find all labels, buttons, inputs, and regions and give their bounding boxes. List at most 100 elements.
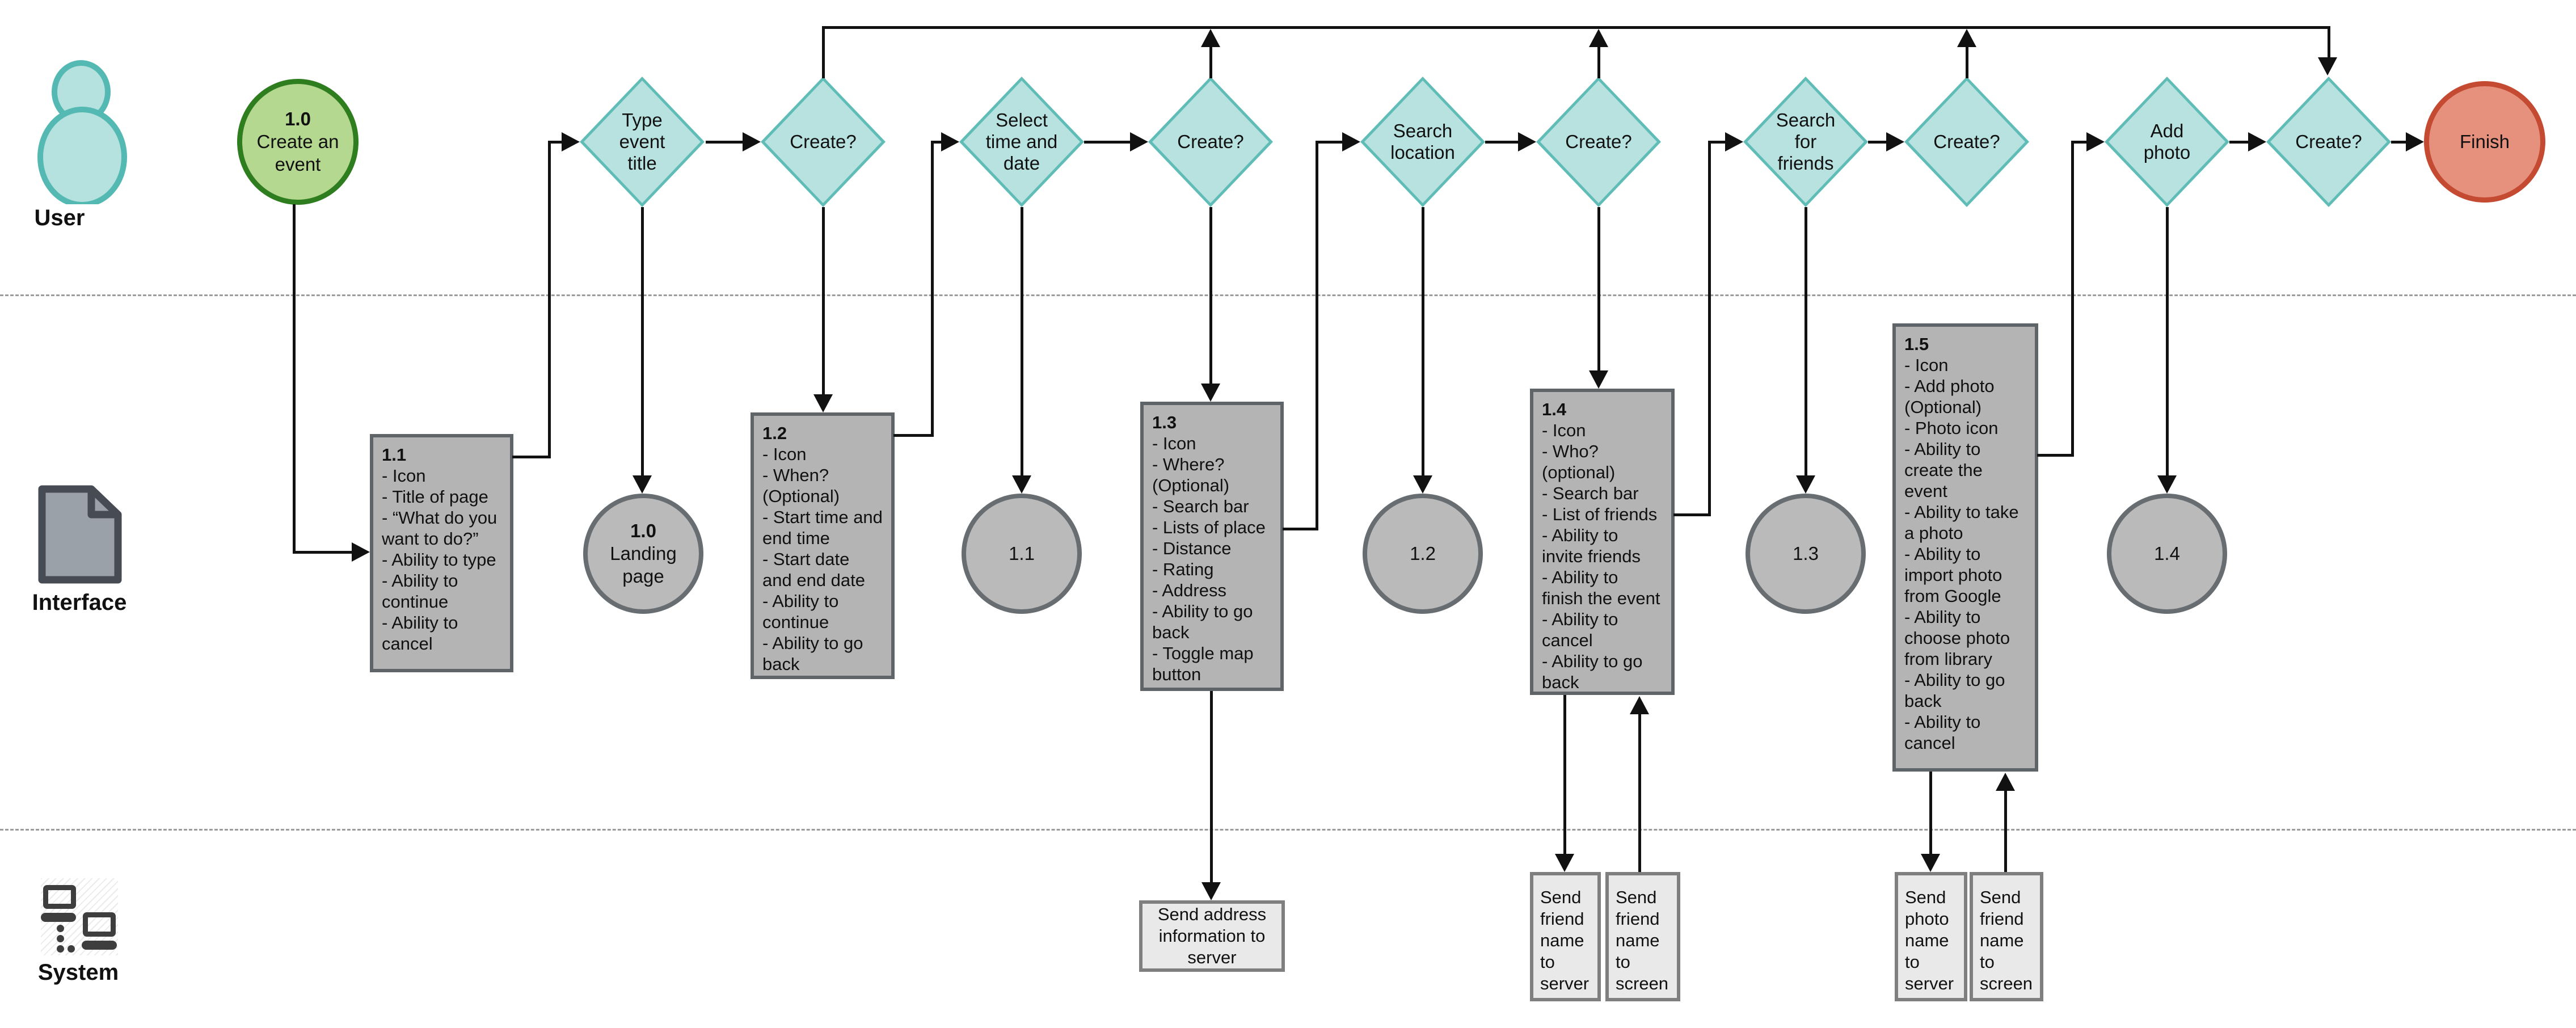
decision-diamond-create-5: Create? [2266, 77, 2391, 207]
connector-s15-to-photo-server [1929, 772, 1932, 855]
page-circle-id: 1.3 [1793, 543, 1819, 564]
screen-box-id: 1.1 [382, 445, 407, 465]
connector-s11-stub [512, 456, 551, 458]
connector-s13-to-send-address [1210, 691, 1213, 883]
start-node-label: Create an event [256, 131, 339, 175]
connector-s11-up [548, 141, 551, 458]
task-label: Add photo [2143, 120, 2191, 163]
arrowhead-down [813, 394, 833, 412]
connector-friend-screen-to-s14 [1638, 713, 1641, 872]
system-box-label: Send friend name to screen [1980, 887, 2033, 993]
task-diamond-add-photo: Add photo [2105, 77, 2229, 207]
connector-create5-to-finish [2391, 141, 2407, 144]
lane-separator-user-interface [0, 294, 2576, 296]
connector-photo-to-create5 [2229, 141, 2249, 144]
connector-select-to-create2 [1084, 141, 1131, 144]
screen-box-id: 1.4 [1542, 399, 1567, 419]
connector-s12-stub [893, 434, 933, 437]
connector-s13-up [1316, 141, 1318, 530]
page-circle-1-0-landing: 1.0 Landing page [583, 494, 703, 614]
task-label: Type event title [619, 109, 665, 174]
arrowhead-down [1555, 854, 1574, 872]
system-icon-base-2 [82, 941, 117, 950]
system-box-send-photo-server: Send photo name to server [1895, 872, 1967, 1001]
decision-label: Create? [1565, 131, 1632, 152]
connector-location-to-create3 [1485, 141, 1519, 144]
connector-s15-up [2071, 141, 2074, 457]
page-circle-id: 1.2 [1410, 543, 1436, 564]
decision-diamond-create-4: Create? [1904, 77, 2029, 207]
connector-create3-to-s14 [1597, 207, 1600, 372]
screen-box-items: - Icon - Title of page - “What do you wa… [382, 466, 498, 654]
connector-friends-to-create4 [1868, 141, 1887, 144]
connector-s12-right [931, 141, 942, 144]
arrowhead-right [2406, 132, 2424, 151]
connector-s14-stub [1673, 513, 1710, 516]
arrowhead-down [1589, 370, 1608, 389]
user-lane-icon [37, 60, 127, 204]
arrowhead-down [2157, 475, 2177, 494]
task-diamond-search-for-friends: Search for friends [1743, 77, 1868, 207]
user-lane-label: User [34, 205, 85, 230]
connector-start-right [293, 551, 353, 554]
arrowhead-up [1630, 696, 1649, 714]
connector-create1-to-s12 [822, 207, 825, 395]
top-return-line [822, 26, 2330, 29]
decision-label: Create? [790, 131, 857, 152]
system-box-send-friend-server: Send friend name to server [1530, 872, 1601, 1001]
connector-type-to-landing [641, 207, 644, 476]
system-box-send-address: Send address information to server [1139, 900, 1285, 972]
connector-s13-right [1316, 141, 1343, 144]
arrowhead-down [633, 475, 652, 494]
connector-s13-stub [1283, 528, 1318, 530]
finish-label: Finish [2459, 131, 2510, 152]
system-box-label: Send photo name to server [1905, 887, 1954, 993]
start-node-create-event: 1.0 Create an event [237, 79, 359, 205]
decision-diamond-create-3: Create? [1536, 77, 1661, 207]
interface-lane-label: Interface [32, 590, 127, 615]
connector-type-to-create1 [706, 141, 744, 144]
task-label: Select time and date [985, 109, 1058, 174]
page-circle-1-4: 1.4 [2107, 494, 2227, 614]
page-circle-1-2: 1.2 [1363, 494, 1483, 614]
screen-box-items: - Icon - Where? (Optional) - Search bar … [1152, 433, 1266, 684]
connector-create1-up [822, 26, 825, 78]
screen-box-1-3: 1.3 - Icon - Where? (Optional) - Search … [1140, 402, 1284, 691]
screen-box-id: 1.2 [762, 423, 787, 443]
page-circle-label: Landing page [610, 543, 677, 587]
system-icon-base-1 [41, 913, 76, 922]
decision-diamond-create-1: Create? [761, 77, 886, 207]
arrowhead-up [1201, 29, 1220, 47]
finish-node: Finish [2424, 81, 2545, 203]
connector-start-down [293, 204, 296, 554]
system-lane-icon [41, 878, 118, 955]
arrowhead-up [1589, 29, 1608, 47]
connector-create4-up [1966, 45, 1968, 78]
screen-box-id: 1.5 [1904, 334, 1929, 354]
arrowhead-up [1996, 773, 2015, 791]
page-circle-id: 1.4 [2154, 543, 2180, 564]
connector-s12-up [931, 141, 934, 437]
system-icon-dot [57, 945, 64, 953]
arrowhead-right [1130, 132, 1148, 151]
task-label: Search for friends [1776, 109, 1836, 174]
system-icon-dot [57, 925, 64, 932]
connector-create3-up [1597, 45, 1600, 78]
screen-box-1-5: 1.5 - Icon - Add photo (Optional) - Phot… [1892, 323, 2038, 772]
screen-box-1-4: 1.4 - Icon - Who? (optional) - Search ba… [1530, 389, 1675, 695]
screen-box-1-1: 1.1 - Icon - Title of page - “What do yo… [370, 434, 513, 672]
arrowhead-down [2318, 57, 2337, 75]
system-box-send-friend-screen: Send friend name to screen [1605, 872, 1680, 1001]
arrowhead-down [1413, 475, 1432, 494]
task-label: Search location [1390, 120, 1455, 163]
decision-label: Create? [1933, 131, 2000, 152]
connector-friend-screen-to-s15 [2004, 790, 2007, 872]
interface-lane-icon [38, 485, 122, 584]
arrowhead-right [743, 132, 761, 151]
connector-s11-right [548, 141, 563, 144]
arrowhead-right [2086, 132, 2105, 151]
arrowhead-up [1957, 29, 1976, 47]
connector-create2-to-s13 [1209, 207, 1212, 385]
arrowhead-right [1342, 132, 1360, 151]
